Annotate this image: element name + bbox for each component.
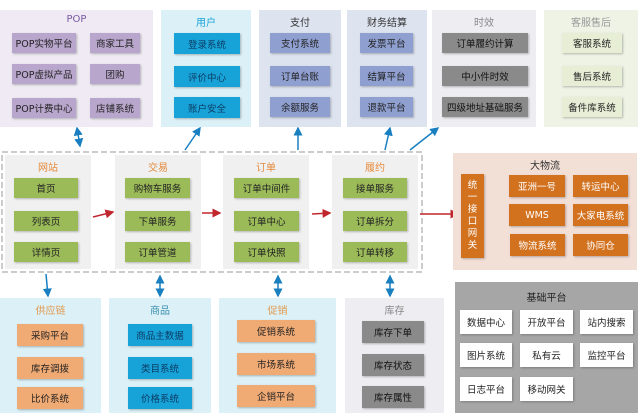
panel-title: POP <box>66 14 87 25</box>
panel-trade: 交易 购物车服务 下单服务 订单管道 <box>115 155 201 269</box>
panel-title: 供应链 <box>35 306 66 317</box>
panel-supply-chain: 供应链 采购平台 库存调拨 比价系统 <box>0 298 101 413</box>
box[interactable]: 退款平台 <box>360 97 413 117</box>
box[interactable]: 订单中心 <box>234 211 299 231</box>
panel-payment: 支付 支付系统 订单台账 余额服务 <box>259 10 341 127</box>
box[interactable]: 采购平台 <box>17 324 83 346</box>
panel-title: 支付 <box>290 18 310 29</box>
box[interactable]: 团购 <box>90 64 140 84</box>
panel-order: 订单 订单中间件 订单中心 订单快照 <box>223 155 309 269</box>
box[interactable]: 接单服务 <box>343 178 407 198</box>
panel-title: 财务结算 <box>367 18 407 29</box>
box[interactable]: 详情页 <box>14 242 78 262</box>
panel-title: 商品 <box>150 306 170 317</box>
box[interactable]: 大家电系统 <box>573 204 628 226</box>
panel-product: 商品 商品主数据 类目系统 价格系统 <box>109 298 211 413</box>
box[interactable]: 库存调拨 <box>17 357 83 379</box>
box[interactable]: 商家工具 <box>90 33 140 53</box>
box[interactable]: 亚洲一号 <box>509 175 565 197</box>
panel-title: 订单 <box>256 163 276 174</box>
box[interactable]: 订单快照 <box>234 242 299 262</box>
box[interactable]: 售后系统 <box>562 66 622 86</box>
box[interactable]: 支付系统 <box>270 33 330 53</box>
panel-title: 用户 <box>196 18 216 29</box>
box[interactable]: 中小件时效 <box>442 66 528 86</box>
box[interactable]: 数据中心 <box>460 310 512 334</box>
box[interactable]: 评价中心 <box>174 66 240 87</box>
box[interactable]: 企销平台 <box>237 385 315 407</box>
box[interactable]: 促销系统 <box>237 320 315 342</box>
panel-timeliness: 时效 订单履约计算 中小件时效 四级地址基础服务 <box>432 10 536 127</box>
box[interactable]: 发票平台 <box>360 33 413 53</box>
unified-gateway[interactable]: 统一接口网关 <box>461 174 484 258</box>
panel-title: 网站 <box>38 163 58 174</box>
panel-customer-service: 客服售后 客服系统 售后系统 备件库系统 <box>544 10 638 127</box>
box[interactable]: 库存属性 <box>362 386 424 408</box>
panel-website: 网站 首页 列表页 详情页 <box>5 155 91 269</box>
box[interactable]: 店铺系统 <box>90 98 140 118</box>
box[interactable]: 登录系统 <box>174 33 240 54</box>
box[interactable]: 订单管道 <box>125 242 190 262</box>
panel-title: 大物流 <box>530 161 560 172</box>
box[interactable]: 购物车服务 <box>125 178 190 198</box>
box[interactable]: POP计费中心 <box>12 98 76 118</box>
panel-title: 客服售后 <box>571 18 611 29</box>
panel-base-platform: 基础平台 数据中心 开放平台 站内搜索 图片系统 私有云 监控平台 日志平台 移… <box>455 282 638 413</box>
panel-promotion: 促销 促销系统 市场系统 企销平台 <box>219 298 336 413</box>
panel-title: 履约 <box>365 163 385 174</box>
panel-title: 库存 <box>384 306 405 317</box>
box[interactable]: 客服系统 <box>562 33 622 53</box>
box[interactable]: 转运中心 <box>573 175 628 197</box>
panel-finance: 财务结算 发票平台 结算平台 退款平台 <box>347 10 427 127</box>
box[interactable]: 比价系统 <box>17 387 83 409</box>
box[interactable]: 商品主数据 <box>128 324 192 346</box>
box[interactable]: 下单服务 <box>125 211 190 231</box>
panel-inventory: 库存 库存下单 库存状态 库存属性 <box>345 298 444 413</box>
box[interactable]: 库存下单 <box>362 321 424 343</box>
box[interactable]: 站内搜索 <box>580 310 633 334</box>
box[interactable]: 库存状态 <box>362 354 424 376</box>
panel-fulfillment: 履约 接单服务 订单拆分 订单转移 <box>332 155 418 269</box>
box[interactable]: 列表页 <box>14 211 78 231</box>
box[interactable]: 监控平台 <box>580 343 633 367</box>
core-dashed-boundary <box>1 151 423 273</box>
box[interactable]: WMS <box>509 204 565 226</box>
panel-logistics: 大物流 统一接口网关 亚洲一号 转运中心 WMS 大家电系统 物流系统 协同仓 <box>453 153 637 270</box>
panel-pop: POP POP实物平台 商家工具 POP虚拟产品 团购 POP计费中心 店铺系统 <box>0 10 153 127</box>
box[interactable]: 协同仓 <box>573 234 628 256</box>
box[interactable]: 价格系统 <box>128 387 192 409</box>
box[interactable]: 订单履约计算 <box>442 33 528 53</box>
box[interactable]: 市场系统 <box>237 353 315 375</box>
box[interactable]: 账户安全 <box>174 97 240 118</box>
box[interactable]: POP实物平台 <box>12 33 76 53</box>
box[interactable]: 订单拆分 <box>343 211 407 231</box>
panel-title: 交易 <box>148 163 168 174</box>
box[interactable]: 图片系统 <box>460 343 512 367</box>
box[interactable]: POP虚拟产品 <box>12 64 76 84</box>
panel-user: 用户 登录系统 评价中心 账户安全 <box>161 10 251 127</box>
box[interactable]: 备件库系统 <box>562 97 622 117</box>
box[interactable]: 订单转移 <box>343 242 407 262</box>
box[interactable]: 日志平台 <box>460 377 512 401</box>
box[interactable]: 余额服务 <box>270 97 330 117</box>
panel-title: 基础平台 <box>526 293 567 304</box>
box[interactable]: 订单台账 <box>270 66 330 86</box>
panel-title: 时效 <box>474 18 494 29</box>
box[interactable]: 私有云 <box>520 343 573 367</box>
box[interactable]: 四级地址基础服务 <box>442 97 528 117</box>
box[interactable]: 物流系统 <box>510 234 565 256</box>
panel-title: 促销 <box>267 306 288 317</box>
box[interactable]: 开放平台 <box>520 310 573 334</box>
box[interactable]: 订单中间件 <box>234 178 299 198</box>
box[interactable]: 移动网关 <box>520 377 573 401</box>
box[interactable]: 结算平台 <box>360 66 413 86</box>
box[interactable]: 类目系统 <box>128 357 192 379</box>
box[interactable]: 首页 <box>14 178 78 198</box>
